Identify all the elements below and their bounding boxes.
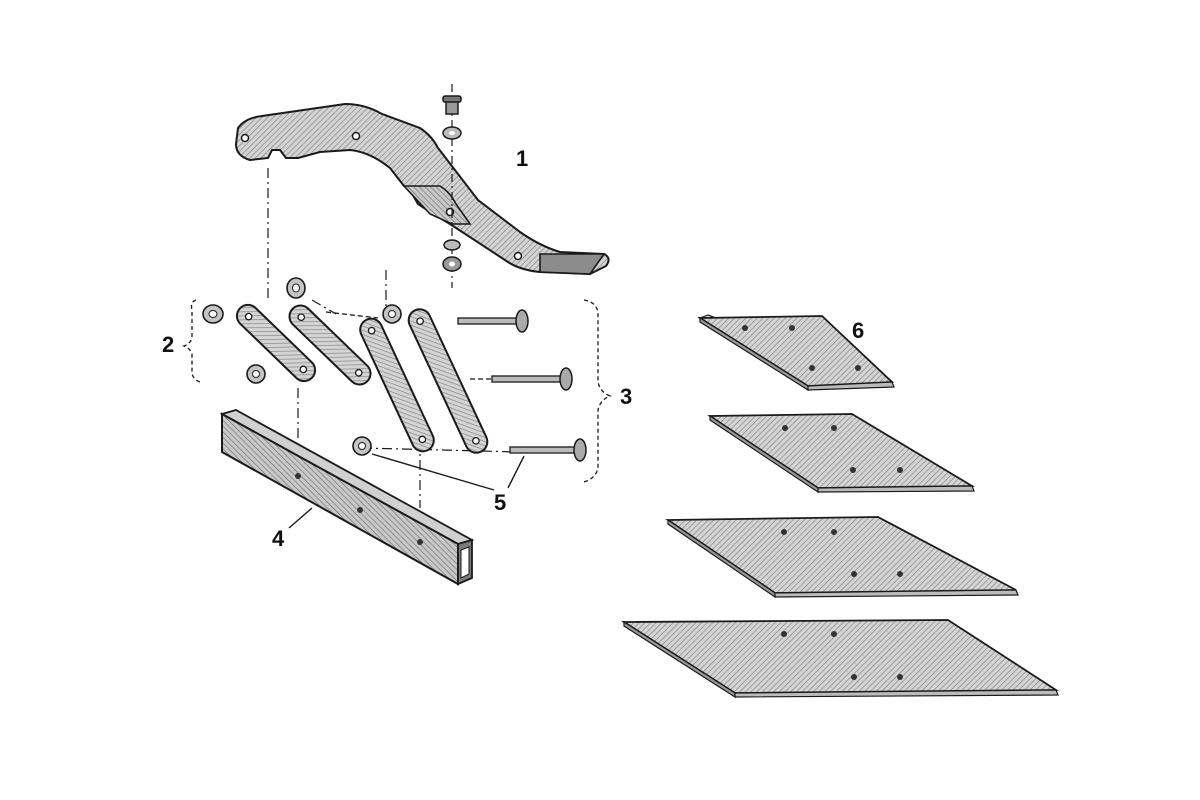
clevis-pin-middle: [470, 367, 573, 391]
plate-stack: [620, 314, 1060, 699]
assembly-centerlines: [267, 168, 521, 508]
square-tube-part: [219, 409, 475, 586]
pedal-lever-part: [234, 102, 610, 276]
pivot-bolt-stack: [442, 84, 462, 288]
clevis-pin-upper: [457, 309, 529, 333]
callout-1: 1: [516, 146, 528, 171]
callout-6: 6: [852, 318, 864, 343]
clevis-pin-lower: [509, 438, 587, 462]
plate-smallest: [696, 314, 895, 392]
left-link-set: [181, 277, 402, 386]
right-link-set: [359, 299, 612, 483]
callout-4: 4: [272, 526, 285, 551]
lower-pin-nut: [352, 436, 372, 456]
plate-second: [707, 413, 976, 494]
leader-lines: [288, 453, 525, 529]
callout-5: 5: [494, 490, 506, 515]
callout-3: 3: [620, 384, 632, 409]
plate-third: [665, 516, 1019, 599]
callout-2: 2: [162, 332, 174, 357]
plate-largest: [620, 619, 1060, 699]
